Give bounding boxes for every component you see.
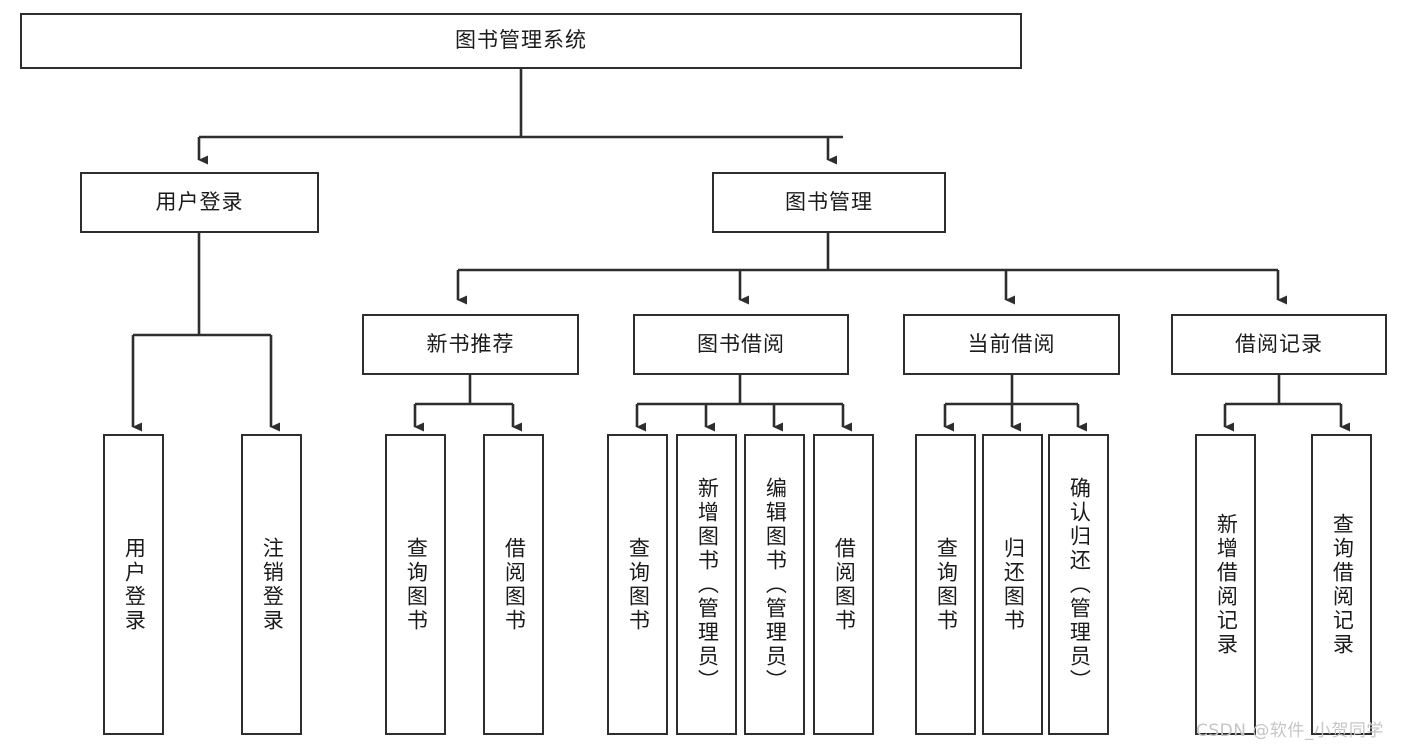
node-borrow-record[interactable]: 借阅记录 bbox=[1171, 314, 1387, 375]
leaf-user-login-login[interactable]: 用户登录 bbox=[103, 434, 164, 735]
leaf-new-book-borrow[interactable]: 借阅图书 bbox=[483, 434, 544, 735]
node-new-book-recommend[interactable]: 新书推荐 bbox=[362, 314, 579, 375]
leaf-current-borrow-confirm-label: 确认归还（管理员） bbox=[1067, 476, 1092, 693]
node-book-management[interactable]: 图书管理 bbox=[712, 172, 946, 233]
node-user-login[interactable]: 用户登录 bbox=[80, 172, 319, 233]
leaf-current-borrow-return[interactable]: 归还图书 bbox=[982, 434, 1043, 735]
leaf-book-borrow-edit[interactable]: 编辑图书（管理员） bbox=[744, 434, 805, 735]
leaf-borrow-record-add[interactable]: 新增借阅记录 bbox=[1195, 434, 1256, 735]
leaf-current-borrow-confirm[interactable]: 确认归还（管理员） bbox=[1048, 434, 1109, 735]
leaf-user-login-login-label: 用户登录 bbox=[122, 536, 147, 633]
node-current-borrow-label: 当前借阅 bbox=[967, 331, 1056, 356]
leaf-user-login-logout-label: 注销登录 bbox=[260, 536, 285, 633]
node-book-borrow[interactable]: 图书借阅 bbox=[633, 314, 849, 375]
leaf-user-login-logout[interactable]: 注销登录 bbox=[241, 434, 302, 735]
leaf-book-borrow-query[interactable]: 查询图书 bbox=[607, 434, 668, 735]
leaf-borrow-record-add-label: 新增借阅记录 bbox=[1214, 512, 1239, 657]
node-book-management-label: 图书管理 bbox=[785, 189, 873, 214]
leaf-borrow-record-query-label: 查询借阅记录 bbox=[1330, 512, 1355, 657]
leaf-current-borrow-return-label: 归还图书 bbox=[1001, 536, 1026, 633]
leaf-new-book-query-label: 查询图书 bbox=[404, 536, 429, 633]
leaf-book-borrow-borrow[interactable]: 借阅图书 bbox=[813, 434, 874, 735]
leaf-book-borrow-query-label: 查询图书 bbox=[626, 536, 651, 633]
node-user-login-label: 用户登录 bbox=[155, 189, 244, 214]
leaf-new-book-borrow-label: 借阅图书 bbox=[502, 536, 527, 633]
leaf-book-borrow-edit-label: 编辑图书（管理员） bbox=[763, 476, 788, 693]
node-borrow-record-label: 借阅记录 bbox=[1235, 331, 1323, 356]
node-root-label: 图书管理系统 bbox=[455, 28, 587, 53]
leaf-book-borrow-borrow-label: 借阅图书 bbox=[832, 536, 857, 633]
leaf-new-book-query[interactable]: 查询图书 bbox=[385, 434, 446, 735]
leaf-borrow-record-query[interactable]: 查询借阅记录 bbox=[1311, 434, 1372, 735]
leaf-book-borrow-add-label: 新增图书（管理员） bbox=[695, 476, 720, 693]
node-root[interactable]: 图书管理系统 bbox=[20, 13, 1022, 69]
leaf-current-borrow-query[interactable]: 查询图书 bbox=[915, 434, 976, 735]
leaf-book-borrow-add[interactable]: 新增图书（管理员） bbox=[676, 434, 737, 735]
leaf-current-borrow-query-label: 查询图书 bbox=[934, 536, 959, 633]
node-current-borrow[interactable]: 当前借阅 bbox=[903, 314, 1120, 375]
csdn-watermark: CSDN @软件_小贺同学 bbox=[1196, 721, 1384, 741]
node-book-borrow-label: 图书借阅 bbox=[697, 331, 785, 356]
node-new-book-recommend-label: 新书推荐 bbox=[426, 331, 515, 356]
